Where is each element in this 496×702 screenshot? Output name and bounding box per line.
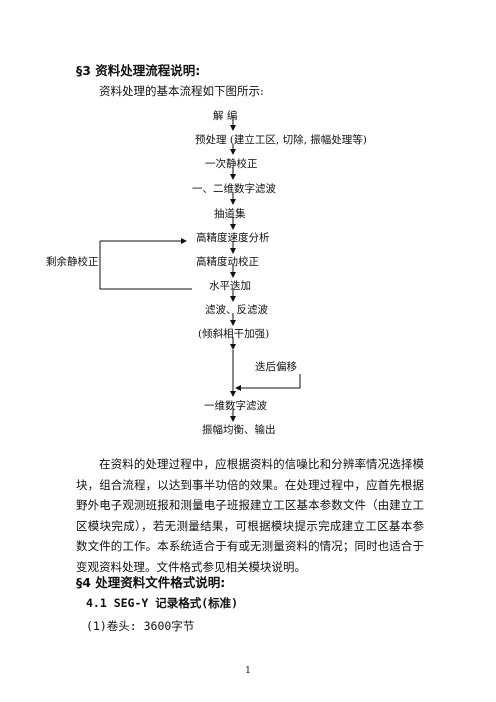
flow-side-label: 迭后偏移 [255, 361, 297, 373]
side-branch-line [240, 374, 301, 389]
flow-step-decode: 解 编 [213, 110, 238, 122]
flow-step-stack: 水平迭加 [209, 280, 251, 292]
flow-step-preprocess: 预处理 (建立工区, 切除, 振幅处理等) [195, 134, 367, 146]
flow-step-gather: 抽道集 [214, 208, 246, 220]
flow-step-filter-deconvolution: 滤波、反滤波 [205, 304, 268, 316]
flow-loop-label: 剩余静校正 [46, 256, 99, 268]
flow-step-digital-filter: 一、二维数字滤波 [192, 183, 276, 195]
flow-step-static-correction: 一次静校正 [205, 158, 258, 170]
section-4-item-1: (1)卷头: 3600字节 [86, 619, 195, 633]
flow-step-1d-filter: 一维数字滤波 [204, 400, 267, 412]
flow-step-velocity-analysis: 高精度速度分析 [196, 232, 270, 244]
section-3-intro: 资料处理的基本流程如下图所示: [99, 84, 264, 98]
process-description-paragraph: 在资料的处理过程中，应根据资料的信噪比和分辨率情况选择模块，组合流程，以达到事半… [76, 457, 424, 574]
section-4-1-heading: 4.1 SEG-Y 记录格式(标准) [86, 596, 239, 610]
flow-step-coherence-enhancement: (倾斜相干加强) [198, 328, 270, 340]
loop-line [99, 241, 192, 290]
flow-step-nmo-correction: 高精度动校正 [196, 256, 259, 268]
section-3-heading: §3 资料处理流程说明: [76, 63, 201, 78]
section-4-heading: §4 处理资料文件格式说明: [76, 575, 226, 590]
flow-step-output: 振幅均衡、输出 [202, 424, 276, 436]
page-number: 1 [245, 666, 251, 676]
